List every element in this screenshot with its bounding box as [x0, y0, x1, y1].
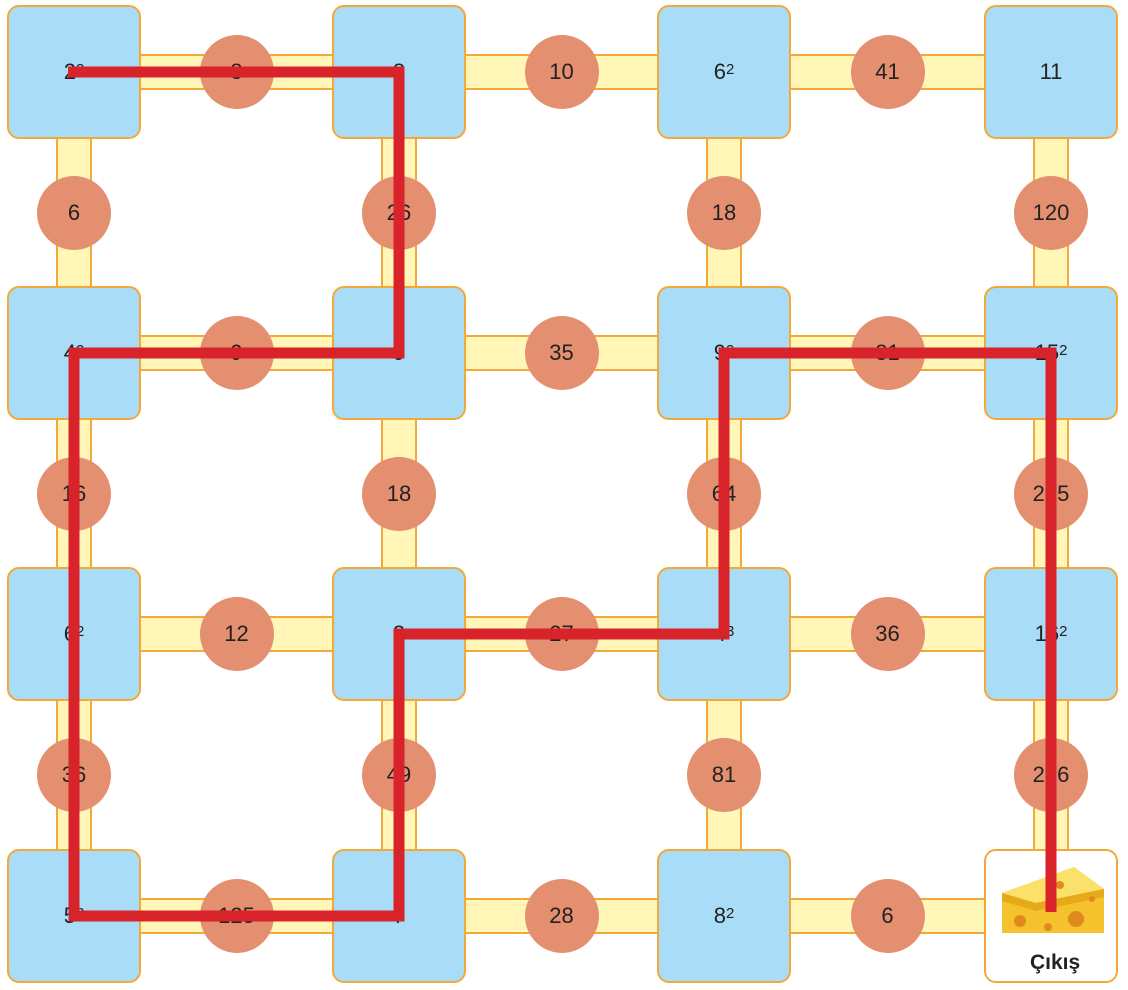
cheese-icon	[996, 863, 1108, 943]
edge-value: 28	[525, 879, 599, 953]
number-node: 8	[332, 5, 466, 139]
edge-value: 18	[362, 457, 436, 531]
node-base: 8	[714, 903, 726, 929]
exit-node: Çıkış	[984, 849, 1118, 983]
edge-value: 35	[525, 316, 599, 390]
edge-value: 12	[200, 597, 274, 671]
node-exponent: 3	[726, 623, 734, 640]
edge-value: 256	[1014, 738, 1088, 812]
node-exponent: 2	[76, 623, 84, 640]
number-node: 9	[332, 286, 466, 420]
node-base: 5	[64, 903, 76, 929]
number-node: 7	[332, 849, 466, 983]
edge-value: 81	[687, 738, 761, 812]
edge-value: 6	[37, 176, 111, 250]
node-base: 6	[714, 59, 726, 85]
path-line	[68, 72, 1051, 916]
node-base: 7	[393, 903, 405, 929]
node-base: 6	[64, 621, 76, 647]
node-exponent: 2	[726, 905, 734, 922]
edge-value: 64	[687, 457, 761, 531]
node-exponent: 3	[76, 905, 84, 922]
node-base: 9	[714, 340, 726, 366]
node-base: 2	[64, 59, 76, 85]
node-exponent: 3	[76, 61, 84, 78]
number-node: 11	[984, 5, 1118, 139]
node-exponent: 2	[726, 61, 734, 78]
node-exponent: 2	[1059, 342, 1067, 359]
exit-label: Çıkış	[1030, 951, 1080, 975]
edge-value: 36	[37, 738, 111, 812]
edge-value: 6	[851, 879, 925, 953]
node-exponent: 2	[76, 342, 84, 359]
edge-value: 10	[525, 35, 599, 109]
node-base: 9	[393, 340, 405, 366]
node-base: 11	[1040, 59, 1063, 85]
edge-value: 120	[1014, 176, 1088, 250]
node-base: 4	[64, 340, 76, 366]
edge-value: 125	[200, 879, 274, 953]
number-node: 3	[332, 567, 466, 701]
edge-value: 9	[200, 316, 274, 390]
node-base: 8	[393, 59, 405, 85]
node-exponent: 2	[726, 342, 734, 359]
node-base: 15	[1035, 340, 1059, 366]
edge-value: 8	[200, 35, 274, 109]
edge-value: 27	[525, 597, 599, 671]
node-base: 4	[714, 621, 726, 647]
edge-value: 18	[687, 176, 761, 250]
node-exponent: 2	[1059, 623, 1067, 640]
edge-value: 81	[851, 316, 925, 390]
edge-value: 49	[362, 738, 436, 812]
edge-value: 26	[362, 176, 436, 250]
edge-value: 16	[37, 457, 111, 531]
edge-value: 225	[1014, 457, 1088, 531]
node-base: 16	[1035, 621, 1059, 647]
edge-value: 41	[851, 35, 925, 109]
edge-value: 36	[851, 597, 925, 671]
node-base: 3	[393, 621, 405, 647]
